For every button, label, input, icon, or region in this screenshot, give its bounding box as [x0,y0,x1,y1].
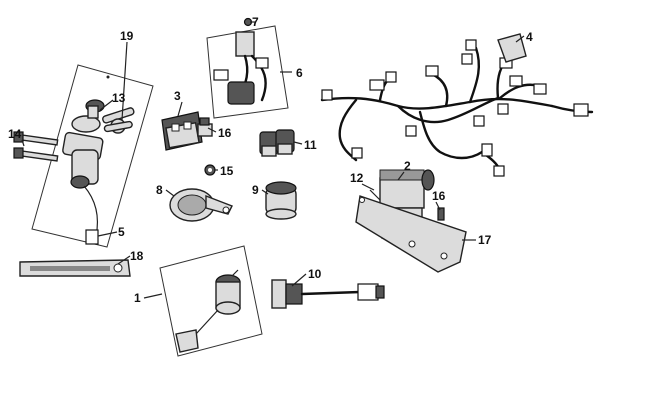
callout-16-clip: 16 [218,126,232,140]
clip-16a [197,117,213,137]
bolt-16b [437,207,445,221]
relays-11 [259,129,295,157]
callout-7: 7 [252,15,259,29]
ignition-group-frame [31,64,154,248]
screw-dot [106,75,110,79]
callout-5: 5 [118,225,125,239]
ignition-switch-body [62,115,104,245]
callout-1: 1 [134,291,141,305]
bracket-17 [355,195,467,273]
callout-17: 17 [478,233,492,247]
callout-14: 14 [8,127,22,141]
wiring-harness-4 [320,33,594,177]
callout-12: 12 [350,171,364,185]
callout-18: 18 [130,249,144,263]
callout-8: 8 [156,183,163,197]
callout-6: 6 [296,66,303,80]
bolt-14 [13,131,59,162]
regulator-3 [161,111,203,151]
callout-3: 3 [174,89,181,103]
callout-15: 15 [220,164,234,178]
strap-18 [19,259,131,277]
callout-2: 2 [404,159,411,173]
nut-15 [204,164,216,176]
horn-8 [169,188,233,222]
callout-19: 19 [120,29,134,43]
ignition-switch-group [13,64,154,248]
callout-9: 9 [252,183,259,197]
fuse-box-group [206,17,289,119]
leader-lines [21,21,525,299]
socket-group-frame [159,245,263,357]
callout-labels: 19 13 14 5 3 7 6 4 16 11 15 8 9 12 2 16 … [8,15,533,305]
callout-4: 4 [526,30,533,44]
callout-16-bolt: 16 [432,189,446,203]
fuse-group-frame [206,25,289,119]
callout-10: 10 [308,267,322,281]
ignition-knob [85,99,105,119]
ignition-keys [102,107,135,134]
power-socket-group [159,245,263,357]
callout-11: 11 [304,138,317,152]
callout-13: 13 [112,91,126,105]
flasher-9 [265,181,297,220]
connector-10 [271,279,385,309]
